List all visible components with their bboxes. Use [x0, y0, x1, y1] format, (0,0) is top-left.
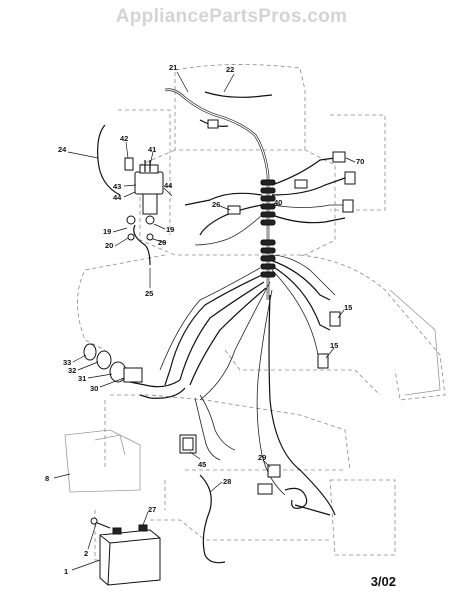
callout-15a: 15	[344, 303, 352, 312]
callout-41: 41	[148, 145, 156, 154]
callout-45: 45	[198, 460, 206, 469]
callout-8: 8	[45, 474, 49, 483]
callouts: 21 22 24 42 41 43 44 44 19 19 20 20 25 2…	[45, 63, 364, 576]
callout-19b: 19	[166, 225, 174, 234]
callout-28: 28	[223, 477, 231, 486]
callout-24: 24	[58, 145, 67, 154]
callout-40: 40	[274, 198, 282, 207]
callout-25: 25	[145, 289, 153, 298]
callout-21: 21	[169, 63, 177, 72]
callout-44a: 44	[113, 193, 122, 202]
callout-31: 31	[78, 374, 86, 383]
callout-43: 43	[113, 182, 121, 191]
callout-2: 2	[84, 549, 88, 558]
callout-1: 1	[64, 567, 68, 576]
harness-wrap	[260, 179, 276, 278]
callout-20a: 20	[105, 241, 113, 250]
callout-27: 27	[148, 505, 156, 514]
callout-26: 26	[212, 200, 220, 209]
callout-20b: 20	[158, 238, 166, 247]
wiring-harness	[97, 88, 348, 564]
callout-44b: 44	[164, 181, 173, 190]
callout-30: 30	[90, 384, 98, 393]
callout-22: 22	[226, 65, 234, 74]
callout-15b: 15	[330, 341, 338, 350]
leader-lines	[53, 71, 356, 571]
components	[64, 119, 356, 586]
callout-29: 29	[258, 453, 266, 462]
callout-42: 42	[120, 134, 128, 143]
watermark: AppliancePartsPros.com	[115, 6, 348, 27]
callout-33: 33	[63, 358, 71, 367]
callout-19a: 19	[103, 227, 111, 236]
date-code: 3/02	[370, 574, 396, 589]
callout-32: 32	[68, 366, 76, 375]
callout-70: 70	[356, 157, 364, 166]
